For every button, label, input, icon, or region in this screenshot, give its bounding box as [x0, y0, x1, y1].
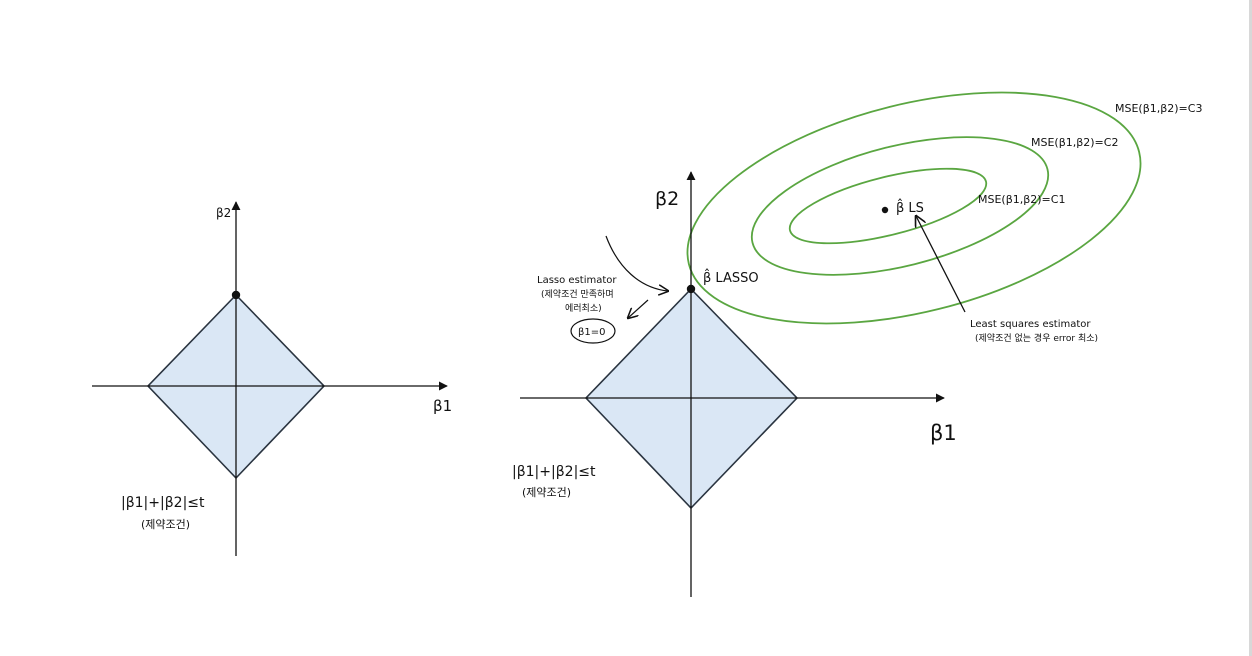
- ls-note-arrow: [916, 216, 966, 313]
- lasso-note-line2: (제약조건 만족하며: [541, 288, 614, 300]
- lasso-note-arrow-small: [628, 299, 649, 318]
- ls-note: Least squares estimator (제약조건 없는 경우 erro…: [916, 216, 1098, 344]
- lasso-note-arrow-curve: [605, 235, 668, 291]
- lasso-estimate-point: [686, 284, 696, 294]
- lasso-note: Lasso estimator (제약조건 만족하며 에러최소) β1=0: [537, 235, 668, 344]
- ls-note-line1: Least squares estimator: [970, 319, 1091, 330]
- right-y-axis-label: β2: [655, 188, 679, 210]
- ls-point-label: β̂ LS: [896, 199, 924, 216]
- right-constraint-label: |β1|+|β2|≤t: [512, 464, 596, 480]
- left-y-axis-label: β2: [216, 206, 231, 220]
- mse-contours: [686, 91, 1142, 325]
- contour-label-c1: MSE(β1,β2)=C1: [978, 193, 1065, 206]
- lasso-note-line3: 에러최소): [565, 303, 602, 314]
- left-constraint-label: |β1|+|β2|≤t: [121, 495, 205, 511]
- lasso-note-line1: Lasso estimator: [537, 275, 617, 286]
- right-diagram: β2 β1 β̂ LASSO β̂ LS MSE(β1,β2)=C1 MSE(β…: [512, 91, 1202, 597]
- left-corner-point: [231, 290, 241, 300]
- mse-contour-c2: [750, 136, 1050, 276]
- left-diagram: β2 β1 |β1|+|β2|≤t (제약조건): [92, 201, 452, 556]
- contour-label-c3: MSE(β1,β2)=C3: [1115, 102, 1202, 115]
- lasso-note-circled-text: β1=0: [578, 327, 606, 338]
- mse-contour-c3: [686, 91, 1142, 325]
- contour-label-c2: MSE(β1,β2)=C2: [1031, 136, 1118, 149]
- right-constraint-caption: (제약조건): [522, 485, 571, 499]
- right-x-axis-label: β1: [930, 421, 957, 445]
- lasso-note-circle: [570, 318, 616, 344]
- right-edge-divider: [1249, 0, 1252, 656]
- lasso-point-label: β̂ LASSO: [703, 269, 759, 286]
- mse-contour-c1: [788, 167, 988, 245]
- left-constraint-caption: (제약조건): [141, 517, 190, 531]
- ls-note-line2: (제약조건 없는 경우 error 최소): [975, 332, 1098, 344]
- ls-estimate-point: [881, 206, 889, 214]
- left-x-axis-label: β1: [433, 397, 452, 415]
